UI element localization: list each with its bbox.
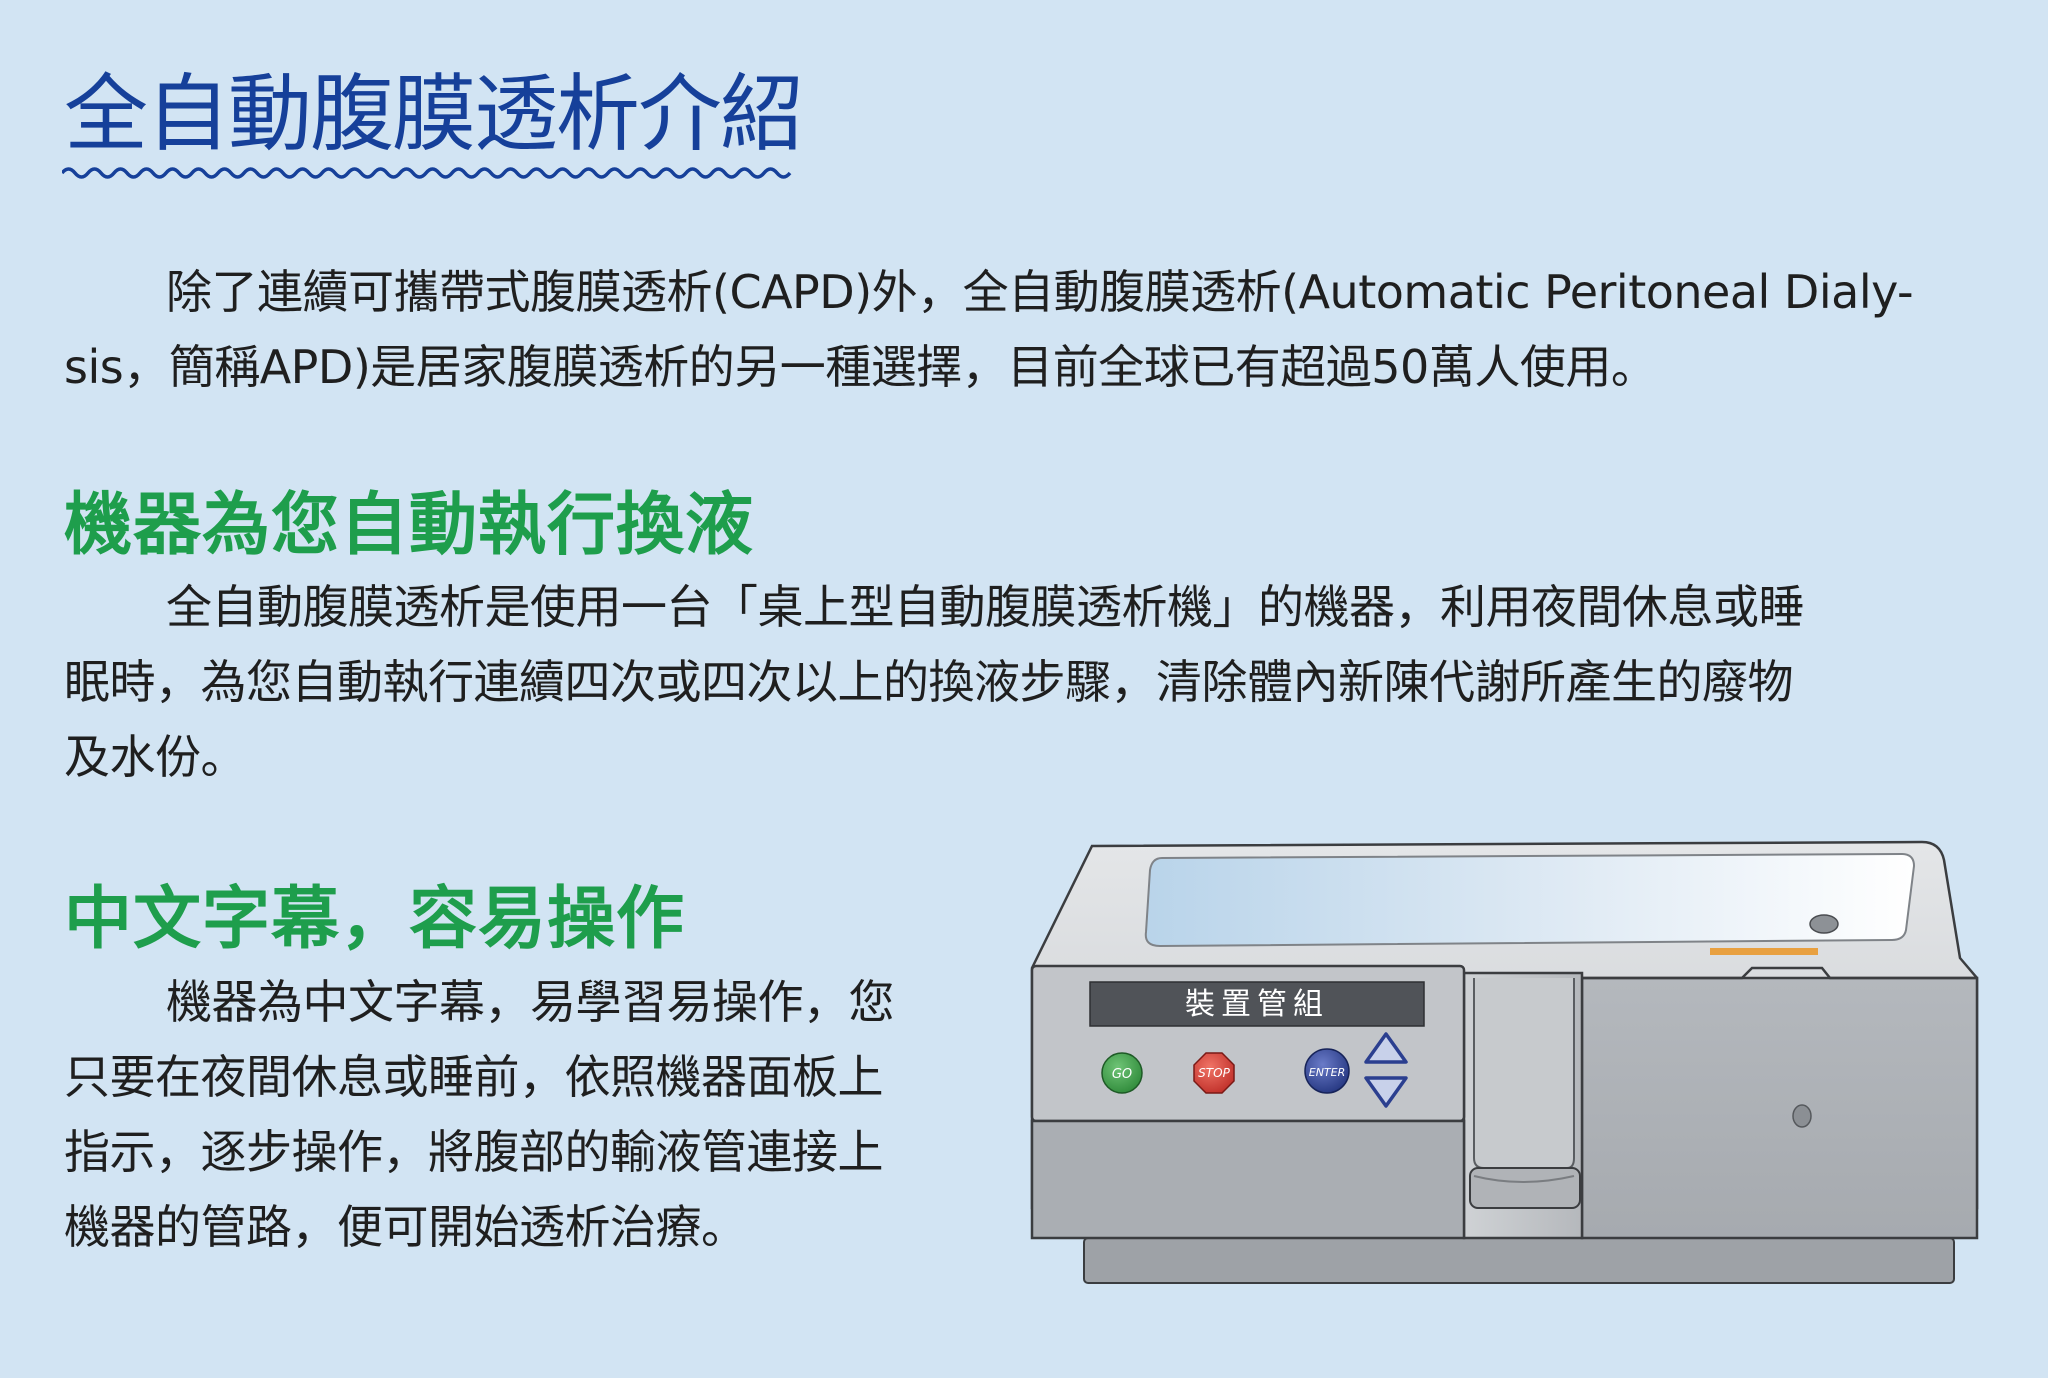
section1-paragraph: 全自動腹膜透析是使用一台「桌上型自動腹膜透析機」的機器，利用夜間休息或睡 眠時，…: [64, 570, 2014, 795]
section2-line: 指示，逐步操作，將腹部的輸液管連接上: [64, 1125, 884, 1179]
stop-button-label: STOP: [1198, 1066, 1230, 1080]
section-heading-auto-exchange: 機器為您自動執行換液: [64, 486, 755, 565]
arrow-up-icon: [1364, 1032, 1408, 1064]
section1-line: 全自動腹膜透析是使用一台「桌上型自動腹膜透析機」的機器，利用夜間休息或睡: [166, 580, 1805, 634]
device-display-text: 裝置管組: [1185, 987, 1329, 1022]
page-title: 全自動腹膜透析介紹: [64, 65, 804, 163]
intro-paragraph: 除了連續可攜帶式腹膜透析(CAPD)外，全自動腹膜透析(Automatic Pe…: [64, 255, 2014, 405]
section2-paragraph: 機器為中文字幕，易學習易操作，您 只要在夜間休息或睡前，依照機器面板上 指示，逐…: [64, 965, 1024, 1265]
section2-line: 機器的管路，便可開始透析治療。: [64, 1200, 747, 1254]
section2-line: 只要在夜間休息或睡前，依照機器面板上: [64, 1050, 884, 1104]
section1-line: 眠時，為您自動執行連續四次或四次以上的換液步驟，清除體內新陳代謝所產生的廢物: [64, 655, 1794, 709]
go-button-label: GO: [1112, 1067, 1132, 1082]
arrow-down-icon: [1364, 1076, 1408, 1108]
section1-line: 及水份。: [64, 730, 247, 784]
go-button: GO: [1101, 1052, 1143, 1094]
enter-button: ENTER: [1304, 1048, 1350, 1094]
intro-line: sis，簡稱APD)是居家腹膜透析的另一種選擇，目前全球已有超過50萬人使用。: [64, 340, 1657, 394]
section-heading-chinese-display: 中文字幕，容易操作: [64, 880, 686, 959]
enter-button-label: ENTER: [1309, 1066, 1346, 1079]
section2-line: 機器為中文字幕，易學習易操作，您: [166, 975, 895, 1029]
title-underline-wave: [62, 167, 792, 179]
apd-machine-illustration: 裝置管組 GO STOP ENTER: [1030, 840, 1979, 1284]
stop-button: STOP: [1193, 1052, 1235, 1094]
intro-line: 除了連續可攜帶式腹膜透析(CAPD)外，全自動腹膜透析(Automatic Pe…: [166, 265, 1914, 319]
